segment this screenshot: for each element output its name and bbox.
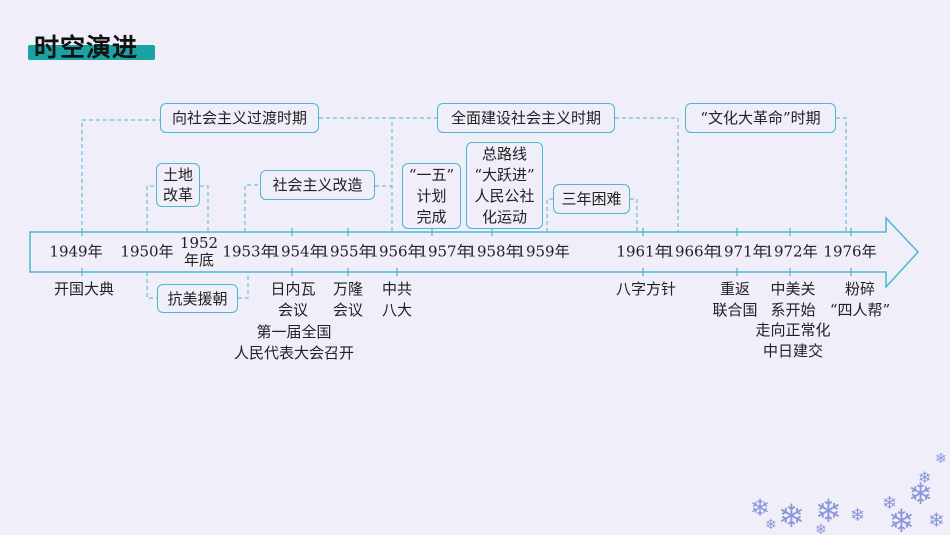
event-first-five-year-plan: “一五” 计划 完成 xyxy=(402,163,461,229)
dashed-connectors xyxy=(81,117,847,299)
event-bandung-conference: 万隆 会议 xyxy=(332,280,364,319)
year-label: 1950年 xyxy=(120,242,174,261)
period-full-construction: 全面建设社会主义时期 xyxy=(437,103,615,133)
snowflake-icon: ❄ xyxy=(815,522,827,535)
snowflake-icon: ❄ xyxy=(850,505,866,526)
year-label: 1949年 xyxy=(49,242,103,261)
event-sino-us-japan: 中美关 系开始 走向正常化 中日建交 xyxy=(755,280,831,360)
period-cultural-revolution: “文化大革命”时期 xyxy=(685,103,836,133)
year-label: 1953年 xyxy=(222,242,276,261)
snowflake-icon: ❄ xyxy=(918,468,932,487)
event-great-leap: 总路线 “大跃进” 人民公社 化运动 xyxy=(466,142,543,229)
event-first-npc: 第一届全国 人民代表大会召开 xyxy=(233,323,355,362)
snowflake-icon: ❄ xyxy=(778,497,805,535)
snowflake-icon: ❄ xyxy=(815,492,842,530)
event-land-reform: 土地 改革 xyxy=(156,163,200,207)
snowflake-icon: ❄ xyxy=(888,502,915,535)
snowflake-icon: ❄ xyxy=(935,451,947,467)
title-highlight xyxy=(28,45,155,60)
event-geneva-conference: 日内瓦 会议 xyxy=(270,280,316,319)
snowflake-icon: ❄ xyxy=(928,508,945,532)
section-title: 时空演进 xyxy=(28,28,155,62)
year-label: 1956年 xyxy=(369,242,423,261)
snowflake-icon: ❄ xyxy=(750,494,771,522)
year-label: 1959年 xyxy=(516,242,570,261)
year-label: 1972年 xyxy=(764,242,818,261)
year-label: 1961年 xyxy=(616,242,670,261)
year-label: 1966年 xyxy=(665,242,719,261)
event-gang-of-four: 粉碎 “四人帮” xyxy=(829,280,891,319)
event-8th-congress: 中共 八大 xyxy=(381,280,413,319)
year-label: 1976年 xyxy=(823,242,877,261)
year-label: 1957年 xyxy=(418,242,472,261)
period-transition: 向社会主义过渡时期 xyxy=(160,103,319,133)
ticks xyxy=(81,228,852,276)
event-three-hard-years: 三年困难 xyxy=(553,184,630,214)
event-founding-ceremony: 开国大典 xyxy=(53,280,115,298)
year-label: 1971年 xyxy=(714,242,768,261)
event-korean-war: 抗美援朝 xyxy=(157,284,238,313)
event-eight-character-policy: 八字方针 xyxy=(615,280,677,298)
year-label: 1958年 xyxy=(467,242,521,261)
year-label: 1954年 xyxy=(271,242,325,261)
snowflake-icon: ❄ xyxy=(882,493,898,514)
year-label: 1955年 xyxy=(320,242,374,261)
snowflake-icon: ❄ xyxy=(908,477,934,512)
event-socialist-transformation: 社会主义改造 xyxy=(260,170,375,200)
snowflake-icon: ❄ xyxy=(765,517,777,533)
year-label: 1952 年底 xyxy=(179,234,219,269)
event-un-return: 重返 联合国 xyxy=(712,280,758,319)
